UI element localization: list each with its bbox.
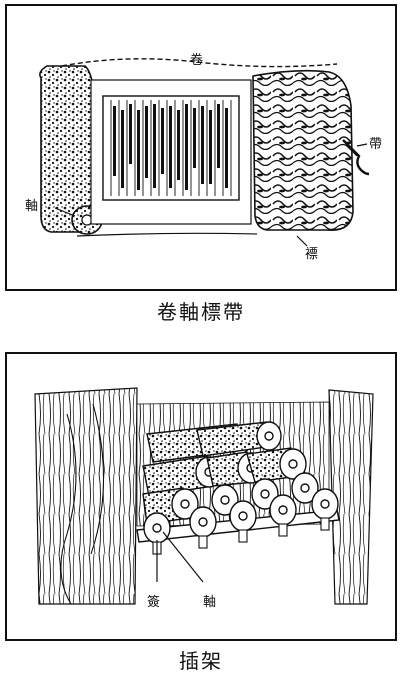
tie-label: 帶: [369, 137, 382, 152]
roller-label: 軸: [25, 199, 38, 214]
scroll-illustration: 卷 帶 軸 褾: [25, 52, 382, 262]
roller-leader: [54, 207, 76, 217]
scroll-label: 卷: [190, 52, 203, 68]
tag-label: 簽: [147, 594, 160, 610]
caption-scroll-parts: 卷軸標帶: [157, 300, 245, 324]
tie-leader: [356, 143, 368, 147]
scroll-illustration-panel: 卷 帶 軸 褾: [5, 4, 397, 291]
cover-leader: [296, 235, 308, 247]
scroll-text-area: [90, 79, 252, 225]
tie-band: [342, 139, 370, 176]
shelf-illustration: 簽 軸: [34, 387, 374, 610]
roller-leader-bottom: [162, 531, 204, 583]
shelf-illustration-panel: 簽 軸: [5, 352, 397, 641]
cover-wrapper: [252, 69, 354, 231]
cover-label: 褾: [305, 246, 318, 262]
roller-label-bottom: 軸: [203, 595, 216, 610]
right-wood-post: [328, 389, 374, 605]
caption-shelving: 插架: [179, 649, 223, 673]
left-wood-post: [34, 387, 138, 605]
scroll-bottom-edge: [76, 232, 258, 237]
scroll-top-edge: [61, 58, 338, 68]
